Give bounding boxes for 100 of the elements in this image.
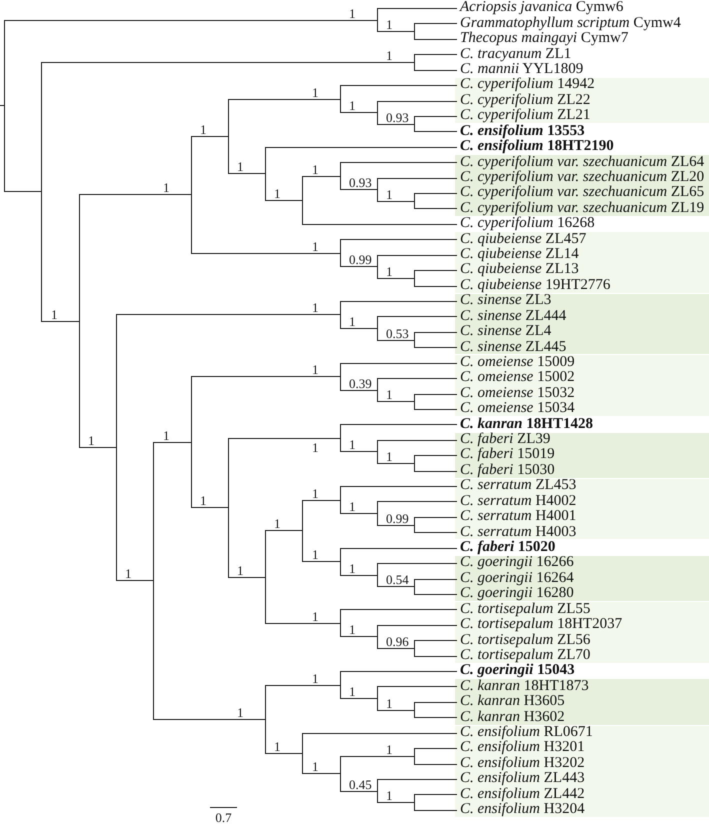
tree-branch (378, 316, 458, 317)
tree-branch (414, 116, 458, 117)
tree-branch (302, 733, 458, 734)
tree-branch (414, 579, 458, 580)
tree-branch (378, 648, 414, 649)
tree-branch (414, 23, 458, 24)
tree-branch (266, 530, 302, 531)
taxon-label: C. serratum H4003 (457, 524, 576, 540)
taxon-label: C. tortisepalum ZL70 (457, 648, 590, 664)
support-value: 1 (274, 186, 280, 200)
taxon-label: C. goeringii 16280 (457, 586, 574, 602)
support-value: 0.93 (349, 176, 372, 188)
highlight-band (455, 78, 709, 123)
tree-branch (340, 486, 458, 487)
taxon-label: C. goeringii 15043 (457, 663, 575, 679)
taxon-label: C. tortisepalum ZL56 (457, 632, 590, 648)
taxon-label: C. faberi 15019 (457, 447, 555, 463)
taxon-label: Acriopsis javanica Cymw6 (457, 0, 624, 16)
tree-branch (340, 189, 378, 190)
tree-branch (414, 656, 458, 657)
tree-branch (340, 363, 458, 364)
tree-branch (340, 112, 378, 113)
tree-branch (414, 193, 458, 194)
tree-branch (340, 328, 378, 329)
tree-branch (378, 8, 458, 9)
taxon-label: C. qiubeiense 19HT2776 (457, 278, 610, 294)
tree-branch (378, 201, 414, 202)
support-value: 1 (386, 742, 392, 756)
tree-branch (414, 39, 458, 40)
tree-branch (378, 463, 414, 464)
tree-branch (116, 314, 340, 315)
support-value: 0.45 (349, 778, 372, 790)
taxon-label: C. tortisepalum 18HT2037 (457, 617, 622, 632)
tree-branch (302, 500, 340, 501)
tree-branch (414, 532, 458, 533)
taxon-label: C. qiubeiense ZL13 (457, 262, 579, 278)
taxon-label: C. ensifolium H3204 (457, 802, 585, 818)
support-value: 1 (386, 388, 392, 400)
support-value: 1 (200, 122, 206, 136)
tree-branch (228, 438, 340, 439)
tree-branch (266, 753, 302, 754)
support-value: 1 (312, 440, 318, 454)
support-value: 0.99 (349, 252, 372, 266)
taxon-label: C. serratum H4002 (457, 494, 576, 510)
tree-branch (378, 779, 458, 780)
support-value: 1 (274, 516, 280, 530)
support-value: 1 (200, 494, 206, 506)
tree-branch (378, 255, 458, 256)
support-value: 0.54 (386, 572, 409, 586)
tree-branch (414, 54, 458, 55)
support-value: 1 (237, 564, 244, 576)
highlight-band (455, 294, 709, 354)
tree-branch (340, 548, 458, 549)
highlight-band (455, 556, 709, 601)
tree-branch (414, 517, 458, 518)
highlight-band (455, 155, 709, 216)
tree-branch (414, 764, 458, 765)
tree-branch (414, 70, 458, 71)
support-value: 1 (312, 760, 318, 772)
taxon-label: Grammatophyllum scriptum Cymw4 (457, 16, 681, 32)
tree-branch (378, 31, 414, 32)
tree-branch (414, 286, 458, 287)
support-value: 1 (237, 706, 244, 718)
tree-branch (340, 390, 378, 391)
tree-branch (378, 686, 458, 687)
tree-branch (378, 378, 458, 379)
tree-branch (414, 794, 458, 795)
tree-branch (414, 640, 458, 641)
taxon-label: C. mannii YYL1809 (457, 62, 584, 78)
taxon-label: C. ensifolium ZL443 (457, 771, 585, 787)
support-value: 1 (237, 160, 244, 172)
tree-branch (0, 105, 4, 106)
tree-branch (302, 773, 340, 774)
support-value: 1 (51, 308, 58, 320)
tree-branch (116, 580, 154, 581)
taxon-label: C. cyperifolium 16268 (457, 216, 595, 232)
tree-branch (266, 147, 458, 148)
support-value: 1 (125, 566, 132, 580)
taxon-label: C. faberi 15030 (457, 462, 555, 478)
tree-branch (154, 719, 266, 720)
tree-branch (340, 451, 378, 452)
tree-branch (340, 636, 378, 637)
tree-branch (340, 301, 458, 302)
tree-branch (414, 409, 458, 410)
tree-branch (378, 710, 414, 711)
tree-branch (340, 671, 458, 672)
tree-branch (266, 623, 340, 624)
tree-branch (378, 501, 458, 502)
taxon-label: C. ensifolium RL0671 (457, 725, 593, 740)
support-value: 1 (386, 264, 392, 278)
tree-branch (340, 513, 378, 514)
tree-branch (42, 62, 414, 63)
tree-branch (378, 802, 414, 803)
tree-branch (378, 440, 458, 441)
taxon-label: C. ensifolium 13553 (457, 124, 585, 140)
tree-branch (228, 99, 340, 100)
taxon-label: C. goeringii 16266 (457, 555, 574, 571)
tree-branch (414, 594, 458, 595)
support-value: 1 (349, 98, 356, 112)
taxon-label: C. serratum ZL453 (457, 478, 576, 494)
